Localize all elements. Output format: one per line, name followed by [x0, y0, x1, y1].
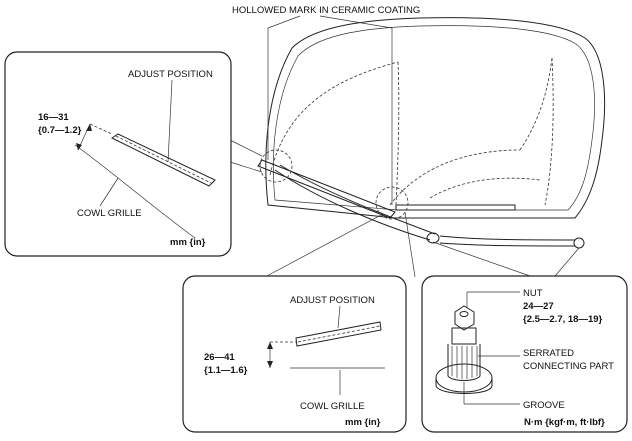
blade-centerline-center [297, 325, 381, 343]
connector-center-1 [264, 213, 384, 278]
wiper-arms [257, 159, 585, 249]
unit-center: mm {in} [345, 417, 381, 428]
dim-arrow-bottom-center [267, 361, 273, 368]
leader-hollowed-left [267, 15, 301, 160]
blade-centerline-left [115, 135, 212, 184]
detail-panel-left: ADJUST POSITION 16—31 {0.7—1.2} COWL GRI… [4, 51, 232, 257]
range-alt-left: {0.7—1.2} [38, 125, 82, 136]
groove-label: GROOVE [523, 400, 565, 411]
serrated-label-1: SERRATED [523, 348, 574, 359]
callout-hollowed-mark: HOLLOWED MARK IN CERAMIC COATING [232, 5, 420, 16]
leader-cowl-left [99, 177, 119, 207]
dim-arrow-bottom-left [76, 143, 82, 150]
leader-adjust-center [337, 305, 341, 329]
cowl-grille-curve-left [74, 144, 196, 239]
unit-right: N·m {kgf·m, ft·lbf} [524, 417, 605, 428]
connector-left-2 [229, 161, 263, 173]
connector-right-1 [432, 241, 531, 277]
range-alt-center: {1.1—1.6} [204, 365, 248, 376]
ext-line-left [89, 123, 113, 135]
dim-arrow-top-center [267, 342, 273, 349]
nut-label: NUT [523, 288, 543, 299]
wiper-blade-center [295, 321, 382, 347]
serrated-label-2: CONNECTING PART [523, 361, 614, 372]
callout-circle-left [259, 149, 293, 183]
callout-circle-center [375, 186, 409, 220]
leader-adjust-left [167, 79, 173, 163]
torque-value: 24—27 [523, 301, 554, 312]
windshield [265, 17, 606, 219]
torque-value-alt: {2.5—2.7, 18—19} [523, 314, 603, 325]
wiper-blade-left [111, 133, 216, 187]
wiper-pivot-icon [435, 305, 493, 394]
connector-center-2 [404, 211, 416, 278]
connector-left-1 [229, 139, 263, 157]
connector-right-2 [554, 247, 580, 277]
range-left: 16—31 [38, 112, 69, 123]
detail-panel-center: ADJUST POSITION 26—41 {1.1—1.6} COWL GRI… [182, 275, 407, 433]
cowl-grille-label-center: COWL GRILLE [300, 401, 365, 412]
adjust-position-label-left: ADJUST POSITION [128, 69, 213, 80]
leader-hollowed-right [319, 15, 393, 205]
adjust-position-label-center: ADJUST POSITION [290, 295, 375, 306]
range-center: 26—41 [204, 352, 235, 363]
dim-arrow-top-left [86, 124, 92, 131]
cowl-grille-label-left: COWL GRILLE [77, 208, 142, 219]
detail-panel-right: NUT 24—27 {2.5—2.7, 18—19} SERRATED CONN… [421, 275, 628, 433]
unit-left: mm {in} [170, 237, 206, 248]
